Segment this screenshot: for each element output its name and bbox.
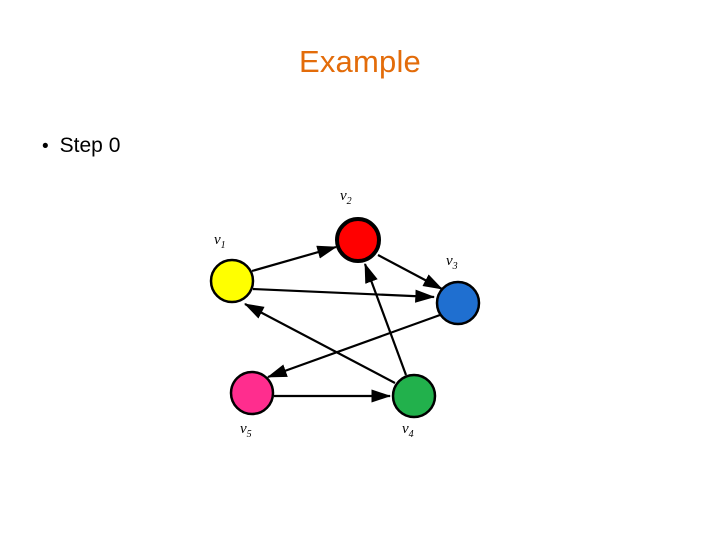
node-v2[interactable]: [335, 217, 381, 263]
node-label-v4: v4: [402, 421, 414, 440]
node-label-v1: v1: [214, 232, 226, 251]
node-label-v2: v2: [340, 188, 352, 207]
edge-v1-v2: [251, 245, 338, 273]
node-v3[interactable]: [435, 280, 481, 326]
node-v1[interactable]: [209, 258, 255, 304]
bullet-label: Step 0: [59, 134, 121, 157]
bullet-marker: •: [42, 136, 49, 157]
graph-nodes: [209, 217, 481, 419]
graph-diagram: v1 v2 v3 v4 v5: [190, 185, 500, 450]
edge-v3-v5: [266, 313, 441, 379]
node-v5[interactable]: [229, 370, 275, 416]
page-title: Example: [298, 44, 421, 79]
bullet-item: • Step 0: [42, 134, 120, 158]
node-label-v3: v3: [446, 253, 458, 272]
edge-v4-v1: [244, 303, 396, 384]
edge-v1-v3: [252, 287, 436, 303]
graph-edges: [244, 245, 443, 403]
edge-v4-v2: [363, 262, 408, 376]
edge-v2-v3: [377, 254, 443, 290]
node-v4[interactable]: [391, 373, 437, 419]
node-label-v5: v5: [240, 421, 252, 440]
graph-canvas: [209, 217, 481, 419]
